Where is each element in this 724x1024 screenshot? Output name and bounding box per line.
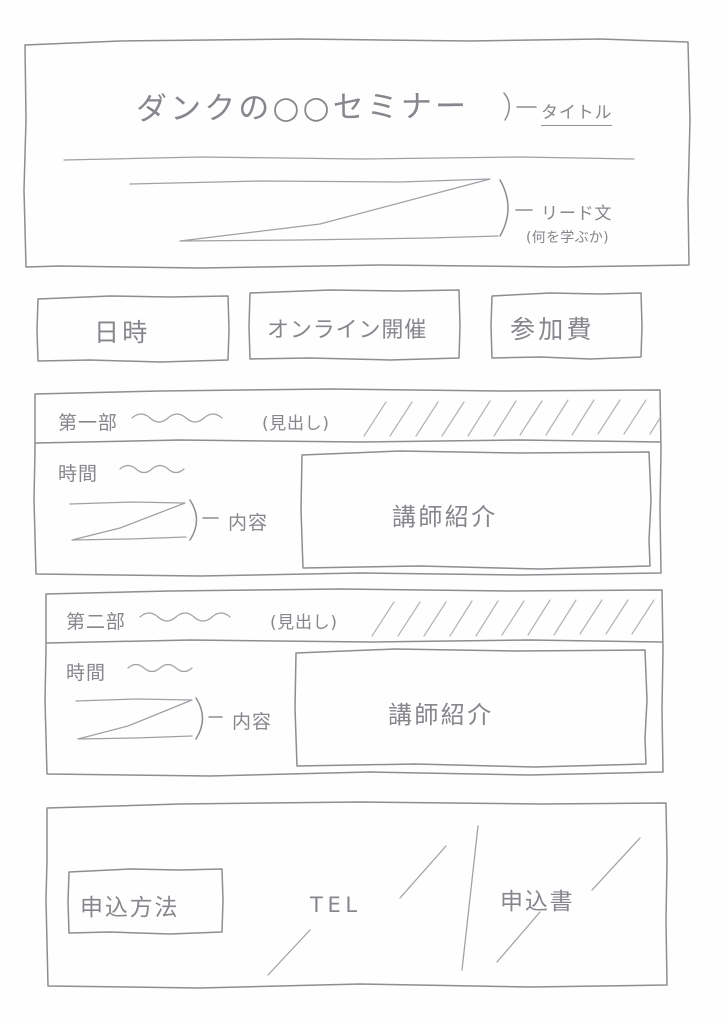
footer-form-label[interactable]: 申込書 (500, 889, 575, 915)
footer-method-box (67, 868, 224, 935)
info-chip-label-2[interactable]: オンライン開催 (267, 318, 428, 343)
info-chip-box-3 (490, 292, 643, 360)
hero-title: ダンクの○○セミナー (135, 88, 470, 128)
hero-divider-rule (63, 156, 635, 161)
section-1-outline (33, 388, 662, 577)
section-2-content-annotation: 内容 (232, 711, 272, 733)
section-1-time-label: 時間 (58, 463, 98, 485)
lead-text-placeholder-zigzag (129, 178, 499, 242)
section-2-time-label: 時間 (66, 662, 106, 684)
footer-method-label[interactable]: 申込方法 (80, 895, 180, 921)
section-1-heading-separator (35, 439, 661, 444)
section-2-heading-annotation: (見出し) (270, 613, 338, 633)
section-1-content-zigzag (69, 501, 187, 541)
section-2-heading-squiggle (139, 612, 231, 622)
footer-tel-label[interactable]: TEL (310, 893, 362, 917)
section-1-heading-hatching (363, 399, 661, 437)
section-1-content-annotation: 内容 (228, 512, 268, 534)
footer-box-outline (45, 801, 668, 989)
section-1-time-squiggle (119, 464, 185, 474)
hero-title-annotation: タイトル (541, 98, 613, 126)
section-1-heading-label: 第一部 (58, 412, 118, 434)
section-2-speaker-box-label: 講師紹介 (388, 701, 494, 729)
info-chip-box-1 (36, 295, 230, 363)
info-chip-label-1[interactable]: 日時 (94, 318, 151, 347)
section-2-heading-separator (46, 639, 663, 644)
section-1-content-bracket (189, 499, 198, 541)
section-1-heading-squiggle (131, 413, 223, 423)
section-2-content-zigzag (75, 698, 193, 740)
hero-box-outline (23, 38, 691, 269)
title-bracket-curve (503, 92, 510, 121)
section-1-speaker-box-label: 講師紹介 (392, 503, 498, 531)
lead-bracket-curve (499, 179, 509, 237)
section-2-heading-label: 第二部 (66, 611, 126, 633)
section-2-speaker-box (294, 648, 648, 768)
hero-lead-annotation: リード文 (541, 204, 613, 224)
section-2-heading-hatching (371, 599, 655, 637)
section-1-heading-annotation: (見出し) (262, 414, 330, 434)
section-2-content-bracket (195, 697, 204, 740)
footer-diagonal-strokes (267, 825, 641, 976)
section-2-outline (44, 588, 664, 777)
info-chip-label-3[interactable]: 参加費 (510, 315, 595, 344)
section-1-speaker-box (300, 450, 652, 570)
info-chip-box-2 (248, 289, 461, 361)
hero-lead-annotation-sub: (何を学ぶか) (526, 230, 609, 246)
section-2-time-squiggle (127, 663, 193, 673)
